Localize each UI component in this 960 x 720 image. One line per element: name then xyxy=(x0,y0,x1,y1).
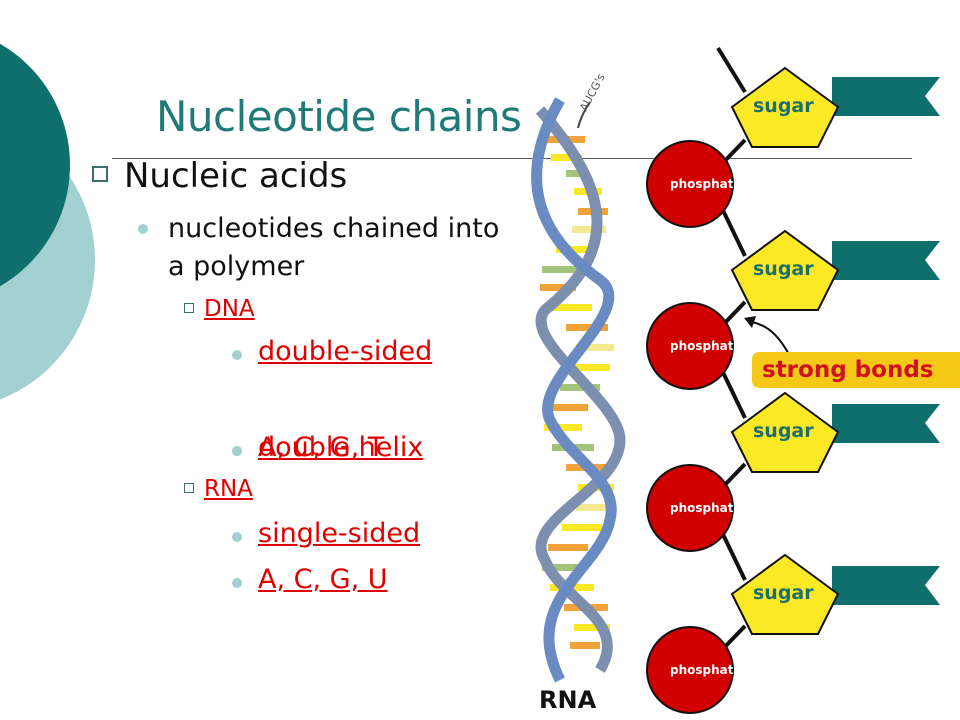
heading-nucleic-acids: Nucleic acids xyxy=(92,156,347,196)
dna-item-link[interactable]: double helix xyxy=(258,432,424,463)
round-bullet-icon xyxy=(232,532,242,542)
square-bullet-icon xyxy=(92,165,108,182)
group-dna: DNA xyxy=(184,296,255,322)
decorative-circles xyxy=(0,43,95,400)
sugar-label: sugar xyxy=(753,95,814,117)
strong-bonds-callout: strong bonds xyxy=(752,352,960,388)
sugar-label: sugar xyxy=(753,582,814,604)
square-bullet-icon xyxy=(184,302,194,313)
phosphate-2: phosphate xyxy=(646,302,742,390)
heading-text: Nucleic acids xyxy=(124,156,348,196)
decorative-circle-dark xyxy=(0,43,70,287)
phosphate-label: phosphate xyxy=(670,339,742,353)
square-bullet-icon xyxy=(184,482,194,493)
dna-item-link[interactable]: A, C, G, T xyxy=(258,432,385,463)
sugar-2: sugar xyxy=(730,229,840,311)
rna-item-link[interactable]: A, C, G, U xyxy=(258,564,388,595)
dna-item-2: double helix xyxy=(232,432,423,463)
title-divider xyxy=(112,158,912,159)
rna-item-2: A, C, G, U xyxy=(232,564,388,595)
sugar-label: sugar xyxy=(753,420,814,442)
helix-tag-arrow xyxy=(577,101,591,129)
rna-item-link[interactable]: single-sided xyxy=(258,518,421,549)
base-tags xyxy=(832,77,940,605)
phosphate-label: phosphate xyxy=(670,177,742,191)
round-bullet-icon xyxy=(232,350,242,360)
sugar-1: sugar xyxy=(730,66,840,148)
subpoint: nucleotides chained into a polymer xyxy=(138,210,518,286)
dna-item-1: double-sided xyxy=(232,336,432,367)
subpoint-text: nucleotides chained into a polymer xyxy=(168,213,500,282)
phosphate-4: phosphate xyxy=(646,626,742,714)
helix-backbone-front xyxy=(531,97,617,683)
phosphate-1: phosphate xyxy=(646,140,742,228)
dna-item-link[interactable]: double-sided xyxy=(258,336,433,367)
sugar-4: sugar xyxy=(730,553,840,635)
dna-link[interactable]: DNA xyxy=(204,296,255,322)
round-bullet-icon xyxy=(232,578,242,588)
round-bullet-icon xyxy=(232,446,242,456)
dna-item-3: A, C, G, T xyxy=(232,432,384,463)
helix-label: RNA xyxy=(539,686,597,714)
phosphate-label: phosphate xyxy=(670,501,742,515)
round-bullet-icon xyxy=(138,224,148,234)
rna-link[interactable]: RNA xyxy=(204,476,253,502)
group-rna: RNA xyxy=(184,476,253,502)
sugar-3: sugar xyxy=(730,391,840,473)
phosphate-label: phosphate xyxy=(670,663,742,677)
phosphate-3: phosphate xyxy=(646,464,742,552)
bond-arrow xyxy=(744,316,791,357)
sugar-label: sugar xyxy=(753,258,814,280)
slide-title: Nucleotide chains xyxy=(156,92,522,141)
rna-item-1: single-sided xyxy=(232,518,420,549)
